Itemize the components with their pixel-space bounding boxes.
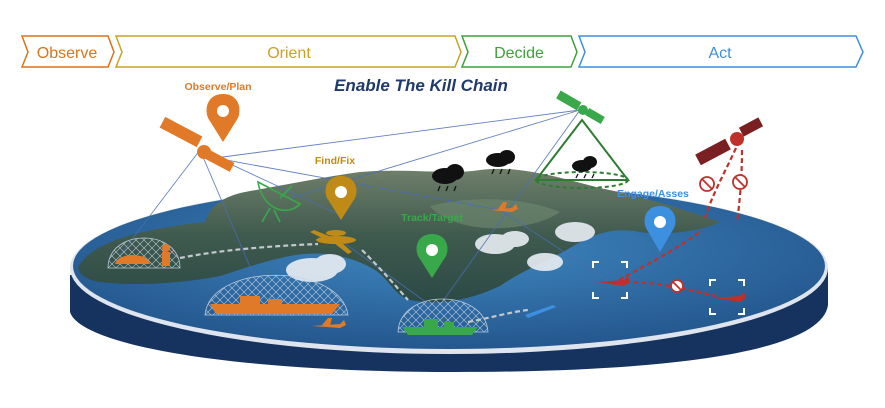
ooda-act: Act [577, 35, 864, 68]
satellite-icon [159, 116, 235, 172]
stage-label-track-target: Track/Target [401, 212, 463, 224]
radar-dish-icon [256, 180, 302, 223]
ooda-observe-label: Observe [37, 45, 98, 62]
missile-icon [525, 305, 556, 318]
network-links [119, 109, 611, 306]
ooda-orient-label: Orient [267, 45, 311, 62]
storm-cloud-icon [432, 150, 597, 192]
aircraft-icon [310, 230, 356, 254]
ooda-orient: Orient [114, 35, 462, 68]
satellite-icon [695, 117, 764, 166]
chain-link-icon [179, 242, 529, 324]
satellite-icon [556, 90, 605, 124]
location-pin-icon [416, 234, 448, 278]
ooda-observe: Observe [20, 35, 115, 68]
diagram-title: Enable The Kill Chain [334, 76, 508, 95]
ooda-act-label: Act [708, 45, 732, 62]
stage-label-engage-assess: Engage/Asses [617, 188, 689, 200]
aircraft-icon [312, 202, 518, 328]
location-pin-icon [325, 176, 357, 220]
stage-label-find-fix: Find/Fix [315, 155, 355, 167]
ooda-decide-label: Decide [494, 45, 544, 62]
location-pin-icon [206, 94, 240, 142]
ground-unit-icon [115, 244, 170, 266]
ship-icon [402, 319, 478, 335]
ship-icon [210, 296, 340, 314]
ooda-decide: Decide [460, 35, 578, 68]
terrain-landmass [78, 168, 720, 303]
target-reticle-icon [592, 261, 746, 315]
stage-label-observe-plan: Observe/Plan [184, 81, 251, 93]
location-pin-icon [644, 206, 676, 252]
cloud-cover [286, 222, 595, 282]
ooda-bar: Observe Orient Decide Act [20, 35, 864, 68]
prohibited-icon [670, 174, 748, 293]
battlefield-disk [70, 168, 828, 372]
